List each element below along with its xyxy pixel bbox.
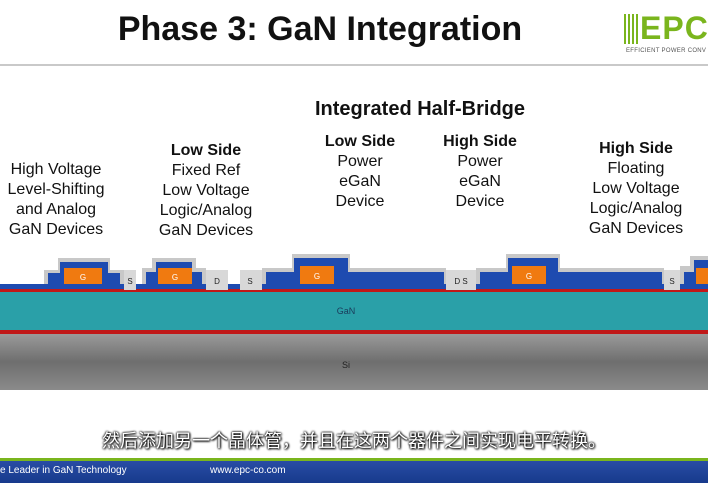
label-line: and Analog <box>15 201 97 218</box>
device4-gate <box>512 266 546 284</box>
epc-logo: EPC EFFICIENT POWER CONV <box>624 10 708 58</box>
label-line: Low Voltage <box>162 182 250 199</box>
label-line: Fixed Ref <box>171 162 241 179</box>
label-line: High Voltage <box>10 161 102 178</box>
label-line: eGaN <box>459 173 501 190</box>
slide-title: Phase 3: GaN Integration <box>117 10 523 48</box>
device1-gate-label: G <box>80 273 86 282</box>
svg-text:D: D <box>214 277 220 286</box>
si-label: Si <box>342 360 350 370</box>
gan-cross-section-diagram: G S G D S G D S G S GaN Si <box>0 254 708 390</box>
label-high-voltage: High Voltage Level-Shifting and Analog G… <box>0 160 112 240</box>
transition-layer <box>0 330 708 334</box>
slide-footer <box>0 458 708 483</box>
video-subtitle: 然后添加另一个晶体管，并且在这两个器件之间实现电平转换。 <box>102 431 606 452</box>
label-line: GaN Devices <box>8 221 104 238</box>
device2-gate <box>158 268 192 284</box>
logo-text: EPC <box>640 10 708 46</box>
device1-gate <box>64 268 102 284</box>
svg-text:G: G <box>172 273 178 282</box>
contact-ds <box>446 270 476 290</box>
device5-gate <box>696 268 708 284</box>
svg-text:S: S <box>247 277 252 286</box>
label-line: GaN Devices <box>158 222 254 239</box>
label-line: GaN Devices <box>588 220 684 237</box>
svg-text:S: S <box>127 277 132 286</box>
label-low-side-power: Low Side Power eGaN Device <box>312 132 408 212</box>
barrier-layer <box>0 288 708 292</box>
footer-url: www.epc-co.com <box>210 465 286 476</box>
label-line: Power <box>337 153 383 170</box>
label-line: Power <box>457 153 503 170</box>
title-divider <box>0 64 708 66</box>
label-line: Level-Shifting <box>7 181 105 198</box>
device3-gate <box>300 266 334 284</box>
label-head: High Side <box>443 133 517 150</box>
logo-tagline: EFFICIENT POWER CONV <box>626 48 707 54</box>
svg-text:G: G <box>314 272 320 281</box>
svg-text:G: G <box>526 272 532 281</box>
gan-label: GaN <box>337 306 356 316</box>
label-low-side-logic: Low Side Fixed Ref Low Voltage Logic/Ana… <box>148 141 264 241</box>
footer-accent-line <box>0 458 708 461</box>
label-head: Low Side <box>324 133 396 150</box>
logo-bars-icon <box>624 14 638 44</box>
contact-d2 <box>206 270 228 290</box>
label-line: Logic/Analog <box>589 200 683 217</box>
label-line: eGaN <box>339 173 381 190</box>
label-line: Logic/Analog <box>159 202 253 219</box>
si-substrate <box>0 334 708 390</box>
label-high-side-power: High Side Power eGaN Device <box>432 132 528 212</box>
contact-s5 <box>664 270 680 290</box>
footer-tagline: e Leader in GaN Technology <box>0 465 127 476</box>
label-line: Low Voltage <box>592 180 680 197</box>
contact-s3 <box>240 270 262 290</box>
label-line: Floating <box>607 160 665 177</box>
section-title: Integrated Half-Bridge <box>314 98 526 120</box>
contact-s1 <box>124 270 136 290</box>
svg-text:S: S <box>669 277 674 286</box>
label-high-side-logic: High Side Floating Low Voltage Logic/Ana… <box>578 139 694 239</box>
svg-text:D S: D S <box>454 277 467 286</box>
label-head: High Side <box>599 140 673 157</box>
label-line: Device <box>455 193 505 210</box>
label-head: Low Side <box>170 142 242 159</box>
label-line: Device <box>335 193 385 210</box>
gan-layer <box>0 292 708 330</box>
